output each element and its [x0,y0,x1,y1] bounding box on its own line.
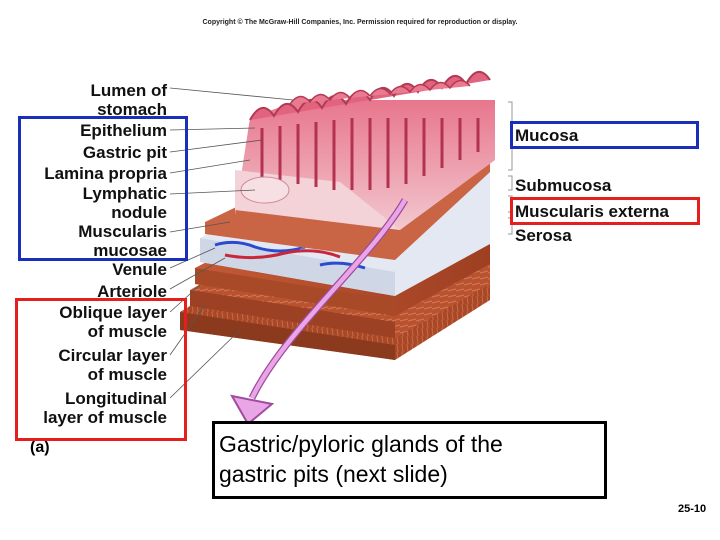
callout-line-2: gastric pits (next slide) [219,461,448,487]
mucosa-labels-highlight-box [18,116,188,261]
label-submucosa: Submucosa [515,176,612,195]
mucosa-highlight-box [510,121,699,149]
label-mucosa: Mucosa [515,126,579,145]
label-gastric-pit: Gastric pit [82,143,167,162]
label-arteriole: Arteriole [97,282,167,301]
label-muscularis-externa: Muscularis externa [515,202,670,221]
label-serosa: Serosa [515,226,572,245]
callout-arrow [230,198,409,426]
muscle-labels-highlight-box [15,298,187,441]
label-lamina-propria: Lamina propria [44,164,167,183]
figure-letter: (a) [30,439,50,456]
gastric-glands-callout: Gastric/pyloric glands of the gastric pi… [212,421,607,499]
label-epithelium: Epithelium [80,121,167,140]
mucosa-layer [235,71,495,230]
label-venule: Venule [112,260,167,279]
copyright-notice: Copyright © The McGraw-Hill Companies, I… [202,19,518,26]
slide-number: 25-10 [678,503,707,515]
callout-line-1: Gastric/pyloric glands of the [219,431,503,457]
muscularis-externa-highlight-box [510,197,700,225]
